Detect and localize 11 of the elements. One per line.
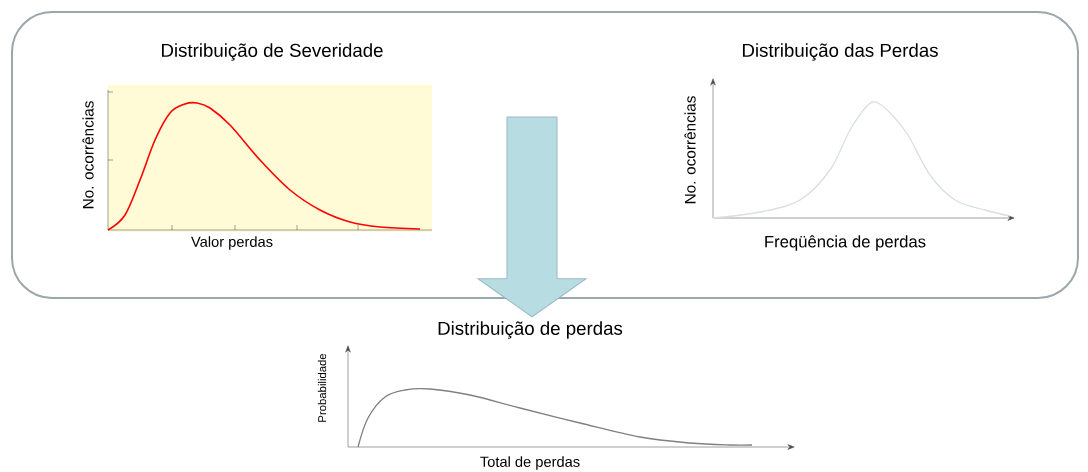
block-arrow <box>476 116 588 318</box>
axis-label: No. ocorrências <box>684 96 696 204</box>
chart-title: Distribuição das Perdas <box>742 43 938 61</box>
axis-label: Valor perdas <box>191 236 273 250</box>
axis-label: No. ocorrências <box>82 101 94 209</box>
rounded-panel <box>11 11 1079 299</box>
axis-label: Probabilidade <box>317 353 327 422</box>
axis-label: Freqüência de perdas <box>765 235 926 251</box>
axis-label: Total de perdas <box>480 456 580 470</box>
chart-title: Distribuição de Severidade <box>162 43 383 61</box>
chart-title: Distribuição de perdas <box>438 321 623 339</box>
